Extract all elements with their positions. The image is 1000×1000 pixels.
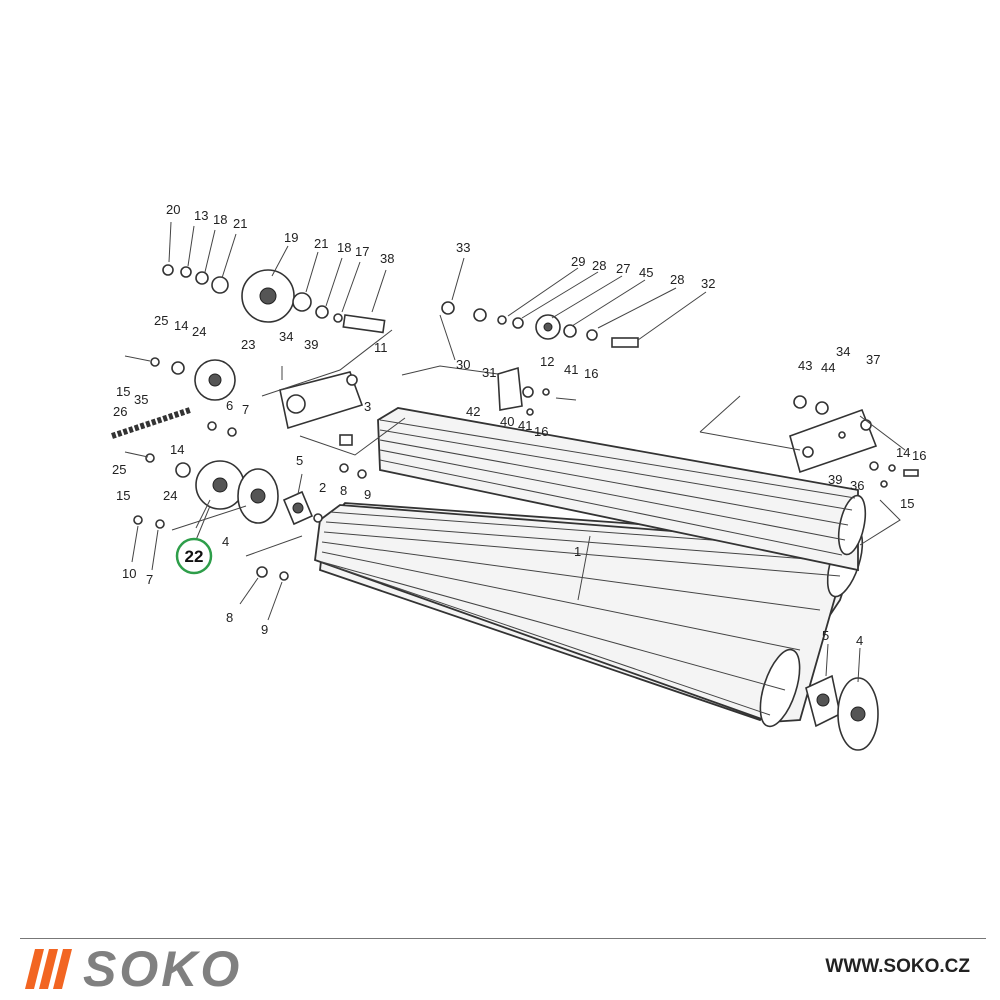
label-39: 39 <box>304 337 318 352</box>
label-21: 21 <box>233 216 247 231</box>
bearing-5-left <box>282 490 323 526</box>
label-39: 39 <box>828 472 842 487</box>
label-31: 31 <box>482 365 496 380</box>
label-27: 27 <box>616 261 630 276</box>
label-41: 41 <box>564 362 578 377</box>
label-9: 9 <box>364 487 371 502</box>
label-15: 15 <box>116 384 130 399</box>
label-33: 33 <box>456 240 470 255</box>
label-21: 21 <box>314 236 328 251</box>
label-44: 44 <box>821 360 835 375</box>
label-6: 6 <box>226 398 233 413</box>
label-32: 32 <box>701 276 715 291</box>
leader-lines <box>131 221 906 683</box>
drive-sprocket-19 <box>162 264 386 334</box>
label-28: 28 <box>670 272 684 287</box>
label-37: 37 <box>866 352 880 367</box>
label-38: 38 <box>380 251 394 266</box>
label-23: 23 <box>241 337 255 352</box>
label-45: 45 <box>639 265 653 280</box>
label-1: 1 <box>574 544 581 559</box>
label-5: 5 <box>296 453 303 468</box>
label-35: 35 <box>134 392 148 407</box>
label-16: 16 <box>912 448 926 463</box>
label-12: 12 <box>540 354 554 369</box>
label-17: 17 <box>355 244 369 259</box>
label-7: 7 <box>146 572 153 587</box>
label-30: 30 <box>456 357 470 372</box>
highlighted-part-22[interactable]: 22 <box>175 505 213 575</box>
label-42: 42 <box>466 404 480 419</box>
label-16: 16 <box>584 366 598 381</box>
label-19: 19 <box>284 230 298 245</box>
label-36: 36 <box>850 478 864 493</box>
label-16: 16 <box>534 424 548 439</box>
label-8: 8 <box>226 610 233 625</box>
bracket-37 <box>789 395 919 488</box>
footer-divider <box>20 938 986 939</box>
label-18: 18 <box>337 240 351 255</box>
logo-bars-icon <box>25 949 72 989</box>
label-15: 15 <box>116 488 130 503</box>
label-3: 3 <box>364 399 371 414</box>
label-4: 4 <box>856 633 863 648</box>
label-34: 34 <box>836 344 850 359</box>
chain-26 <box>111 407 191 439</box>
label-25: 25 <box>112 462 126 477</box>
bearing-5-right <box>805 674 841 728</box>
sprocket-22 <box>124 451 245 510</box>
label-9: 9 <box>261 622 268 637</box>
label-13: 13 <box>194 208 208 223</box>
part-labels: 20 13 18 21 19 21 18 17 38 33 29 28 27 4… <box>112 202 926 648</box>
flange-4-left <box>237 468 279 524</box>
label-20: 20 <box>166 202 180 217</box>
label-40: 40 <box>500 414 514 429</box>
label-24: 24 <box>192 324 206 339</box>
label-14: 14 <box>896 445 910 460</box>
plate-31 <box>497 366 577 416</box>
label-14: 14 <box>170 442 184 457</box>
label-18: 18 <box>213 212 227 227</box>
label-26: 26 <box>113 404 127 419</box>
upper-roller <box>377 407 867 572</box>
label-5: 5 <box>822 628 829 643</box>
flange-4-right <box>837 677 879 751</box>
sprocket-23 <box>124 355 236 401</box>
side-plate-11 <box>279 366 364 430</box>
label-4: 4 <box>222 534 229 549</box>
highlight-label: 22 <box>185 547 204 566</box>
label-8: 8 <box>340 483 347 498</box>
highlight-ring <box>175 537 213 575</box>
label-2: 2 <box>319 480 326 495</box>
label-25: 25 <box>154 313 168 328</box>
label-24: 24 <box>163 488 177 503</box>
label-41: 41 <box>518 418 532 433</box>
label-7: 7 <box>242 402 249 417</box>
label-14: 14 <box>174 318 188 333</box>
label-29: 29 <box>571 254 585 269</box>
label-43: 43 <box>798 358 812 373</box>
label-10: 10 <box>122 566 136 581</box>
label-34: 34 <box>279 329 293 344</box>
label-11: 11 <box>374 340 388 355</box>
website-link[interactable]: WWW.SOKO.CZ <box>825 956 970 977</box>
brand-name: SOKO <box>83 941 243 997</box>
label-28: 28 <box>592 258 606 273</box>
label-15: 15 <box>900 496 914 511</box>
exploded-parts-diagram: 20 13 18 21 19 21 18 17 38 33 29 28 27 4… <box>111 202 926 751</box>
fasteners <box>133 421 367 581</box>
soko-logo[interactable]: SOKO <box>25 941 242 997</box>
sprocket-group-top-center <box>441 301 639 348</box>
